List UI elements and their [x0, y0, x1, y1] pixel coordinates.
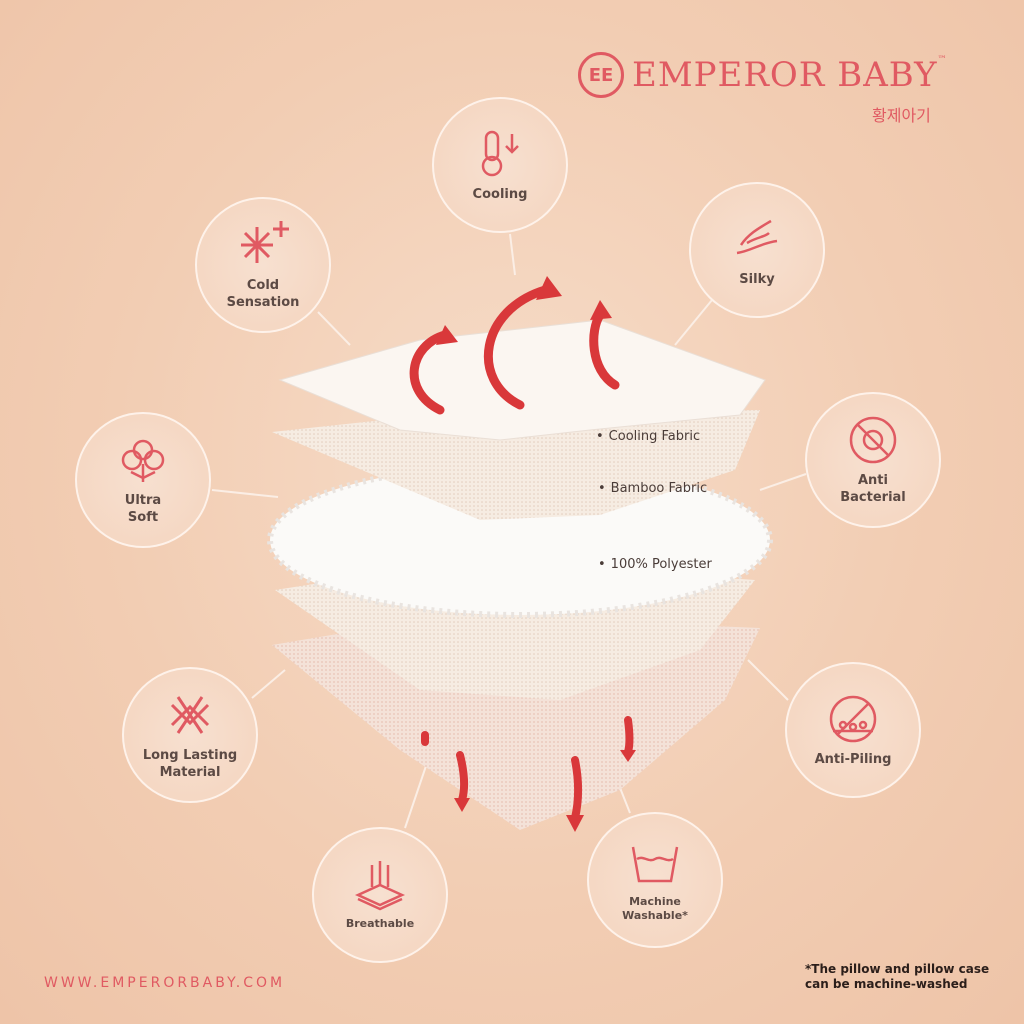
- feature-label: Cold Sensation: [226, 278, 300, 310]
- breathable-layers-icon: [354, 861, 406, 911]
- thermometer-down-icon: [481, 130, 519, 176]
- feature-anti-piling: Anti-Piling: [785, 662, 921, 798]
- feature-label: Silky: [739, 271, 775, 287]
- feature-label: Cooling: [472, 186, 528, 202]
- washing-basin-icon: [631, 846, 679, 883]
- brand-logo: EE EMPEROR BABY™: [578, 52, 948, 98]
- feature-breathable: Breathable: [312, 827, 448, 963]
- brand-name: EMPEROR BABY: [632, 55, 938, 95]
- feature-label: Breathable: [345, 917, 415, 930]
- feature-label: Anti-Piling: [814, 751, 892, 767]
- trademark: ™: [937, 55, 948, 65]
- layer-label-bamboo-fabric: Bamboo Fabric: [598, 481, 707, 496]
- polyester-fill: [267, 462, 773, 618]
- brand-korean: 황제아기: [872, 106, 931, 125]
- upward-airflow-arrows: [409, 285, 620, 415]
- cooling-fabric-layer: [278, 319, 766, 441]
- layer-label-cooling-fabric: Cooling Fabric: [596, 429, 700, 444]
- feature-anti-bacterial: Anti Bacterial: [805, 392, 941, 528]
- no-piling-icon: [829, 695, 877, 742]
- feature-ultra-soft: Ultra Soft: [75, 412, 211, 548]
- feature-label: Long Lasting Material: [142, 748, 238, 780]
- website-link[interactable]: WWW.EMPERORBABY.COM: [44, 975, 286, 991]
- snowflake-icon: [241, 221, 289, 263]
- feature-silky: Silky: [689, 182, 825, 318]
- feature-cold-sensation: Cold Sensation: [195, 197, 331, 333]
- feature-label: Ultra Soft: [124, 493, 162, 525]
- cotton-icon: [121, 439, 165, 482]
- feature-cooling: Cooling: [432, 97, 568, 233]
- layer-label-polyester: 100% Polyester: [598, 557, 712, 572]
- logo-mark-text: EE: [588, 64, 614, 86]
- feature-label: Anti Bacterial: [840, 473, 906, 505]
- no-bacteria-icon: [849, 416, 897, 464]
- feature-long-lasting-material: Long Lasting Material: [122, 667, 258, 803]
- logo-mark-icon: EE: [578, 52, 624, 98]
- feature-machine-washable: Machine Washable*: [587, 812, 723, 948]
- feature-label: Machine Washable*: [622, 895, 688, 922]
- footnote: *The pillow and pillow case can be machi…: [805, 962, 990, 991]
- weave-icon: [170, 696, 210, 734]
- hand-silk-icon: [736, 219, 778, 254]
